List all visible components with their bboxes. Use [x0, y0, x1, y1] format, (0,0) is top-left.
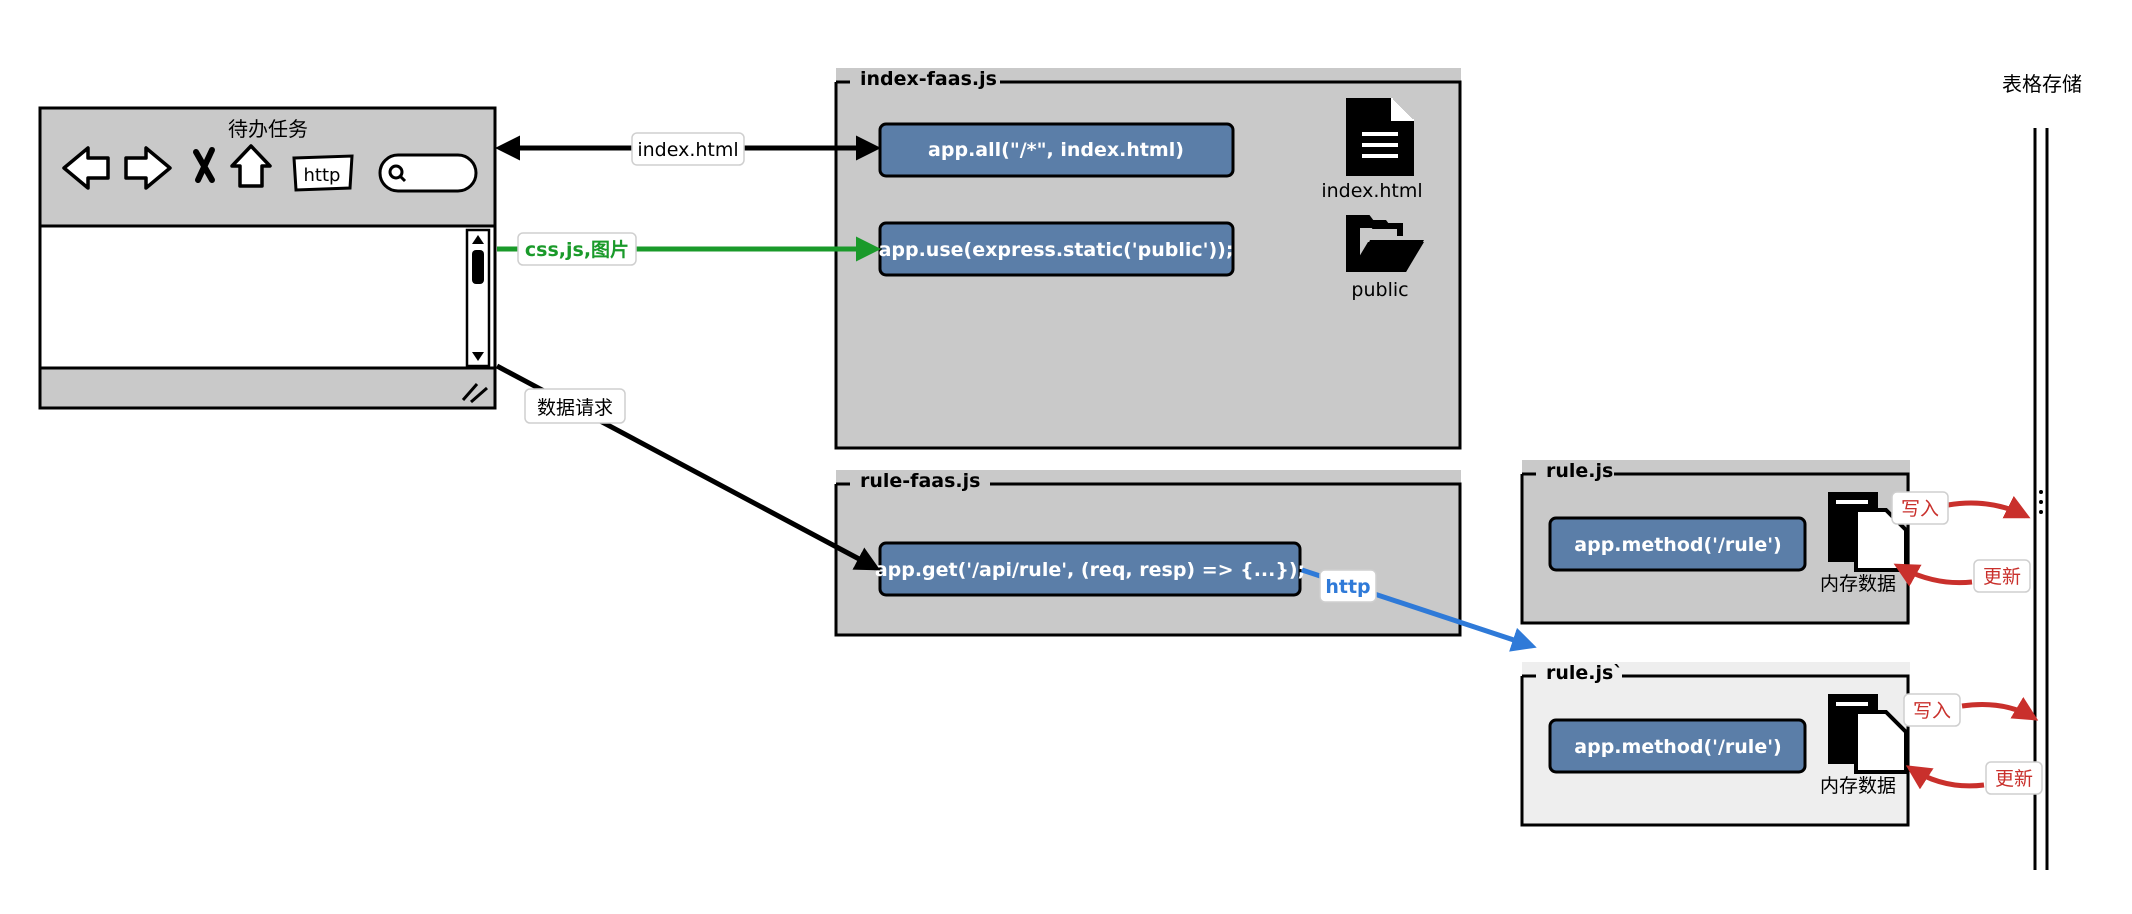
file-icon: [1346, 98, 1414, 176]
stop-icon[interactable]: [193, 147, 215, 183]
svg-text:更新: 更新: [1983, 566, 2021, 588]
rule2-write-label: 写入: [1903, 693, 1961, 727]
edge-http-label: http: [1319, 569, 1377, 603]
forward-icon[interactable]: [124, 146, 172, 190]
memory-docs-icon: [1828, 694, 1908, 774]
browser-scrollbar[interactable]: [465, 228, 491, 368]
rule-faas-panel: rule-faas.js app.get('/api/rule', (req, …: [834, 470, 1462, 637]
route-get-label: app.get('/api/rule', (req, resp) => {...…: [875, 559, 1305, 581]
rule-instance-2: rule.js` app.method('/rule') 内存数据: [1520, 662, 1910, 827]
svg-text:css,js,图片: css,js,图片: [525, 238, 629, 261]
back-icon[interactable]: [62, 146, 110, 190]
rule-panel-title: rule-faas.js: [860, 470, 980, 492]
storage-handle-icon: [2039, 490, 2043, 514]
storage-title: 表格存储: [2002, 72, 2082, 96]
edge-rule1-update: [1893, 563, 1973, 587]
svg-text:更新: 更新: [1995, 768, 2033, 790]
route-all-node[interactable]: app.all("/*", index.html): [878, 122, 1235, 178]
index-faas-panel: index-faas.js app.all("/*", index.html) …: [834, 68, 1462, 450]
folder-caption: public: [1351, 279, 1408, 301]
search-icon: [388, 164, 404, 180]
resize-grip-icon[interactable]: [461, 383, 488, 404]
edge-rule2-write: [1961, 696, 2039, 721]
edge-rule1-write: [1947, 495, 2031, 519]
folder-icon: [1346, 215, 1424, 272]
file-caption: index.html: [1321, 180, 1422, 202]
scroll-up-icon[interactable]: [472, 235, 484, 244]
rule2-method-node[interactable]: app.method('/rule'): [1548, 718, 1807, 774]
edge-index-html-label: index.html: [631, 132, 745, 166]
address-http-label: http: [304, 165, 341, 186]
browser-window: 待办任务 http: [38, 106, 497, 410]
rule2-frame: [1520, 674, 1910, 827]
svg-text:index.html: index.html: [637, 139, 738, 161]
scroll-thumb[interactable]: [472, 250, 484, 284]
home-icon[interactable]: [230, 144, 272, 188]
rule1-update-label: 更新: [1973, 559, 2031, 593]
rule-instance-1: rule.js app.method('/rule') 内存数据: [1520, 460, 1910, 625]
svg-text:http: http: [1325, 576, 1370, 598]
rule1-write-label: 写入: [1891, 491, 1949, 525]
edge-data-request-label: 数据请求: [524, 388, 626, 424]
table-storage: 表格存储: [2002, 72, 2082, 870]
address-bar[interactable]: http: [292, 154, 354, 192]
edge-static-assets-label: css,js,图片: [517, 232, 637, 266]
rule1-frame: [1520, 472, 1910, 625]
route-static-node[interactable]: app.use(express.static('public'));: [878, 221, 1235, 277]
memory-docs-icon: [1828, 492, 1908, 572]
rule1-memory-caption: 内存数据: [1820, 573, 1896, 595]
rule1-title: rule.js: [1546, 460, 1613, 482]
rule1-method-node[interactable]: app.method('/rule'): [1548, 516, 1807, 572]
browser-statusbar: [38, 366, 497, 410]
rule2-method-label: app.method('/rule'): [1574, 736, 1781, 758]
index-panel-frame: [834, 80, 1462, 450]
search-box[interactable]: [378, 153, 478, 193]
route-static-label: app.use(express.static('public'));: [879, 239, 1234, 261]
edge-rule2-update: [1905, 765, 1985, 790]
rule2-title: rule.js`: [1546, 662, 1623, 684]
rule1-method-label: app.method('/rule'): [1574, 534, 1781, 556]
svg-text:数据请求: 数据请求: [537, 397, 613, 419]
rule2-update-label: 更新: [1985, 761, 2043, 795]
rule2-memory-caption: 内存数据: [1820, 775, 1896, 797]
scroll-down-icon[interactable]: [472, 352, 484, 361]
svg-text:写入: 写入: [1913, 700, 1951, 722]
route-all-label: app.all("/*", index.html): [928, 139, 1184, 161]
rule-panel-frame: [834, 482, 1462, 637]
index-panel-title: index-faas.js: [860, 68, 997, 90]
browser-title: 待办任务: [228, 117, 308, 141]
svg-text:写入: 写入: [1901, 498, 1939, 520]
route-get-node[interactable]: app.get('/api/rule', (req, resp) => {...…: [875, 541, 1305, 597]
